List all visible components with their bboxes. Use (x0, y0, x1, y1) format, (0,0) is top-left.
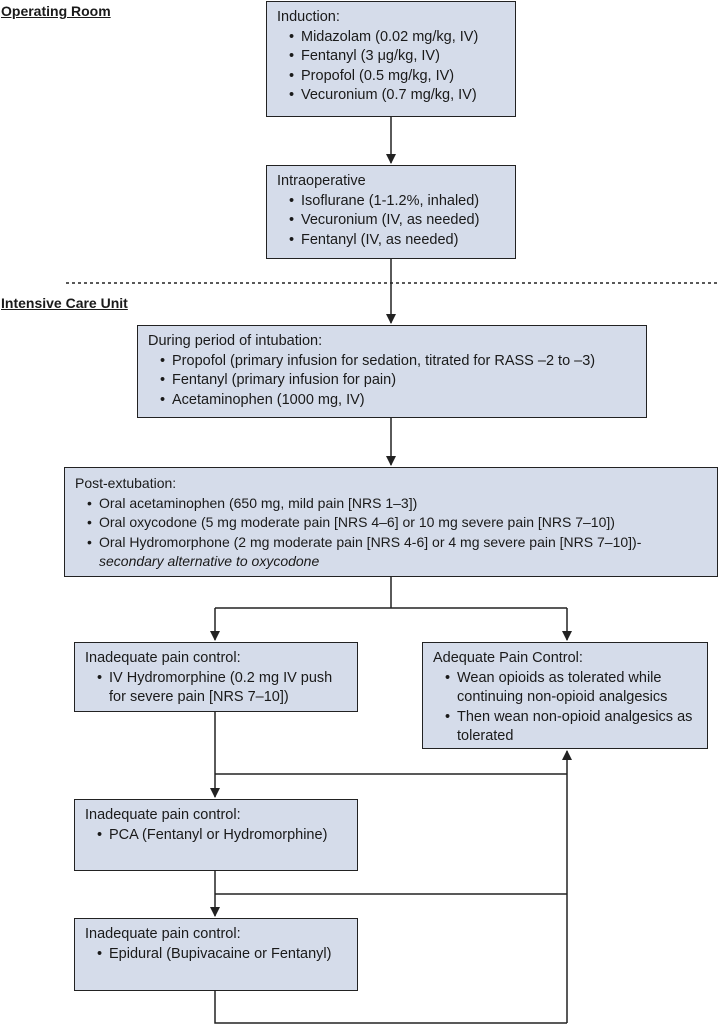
adequate-pain-box: Adequate Pain Control: Wean opioids as t… (422, 642, 708, 749)
intubation-item: Acetaminophen (1000 mg, IV) (158, 391, 636, 411)
inadequate-pain-box-3: Inadequate pain control: Epidural (Bupiv… (74, 918, 358, 991)
adequate-item: Then wean non-opioid analgesics as toler… (443, 708, 697, 747)
induction-item: Vecuronium (0.7 mg/kg, IV) (287, 86, 505, 106)
post-extubation-note: secondary alternative to oxycodone (99, 553, 320, 569)
induction-item: Propofol (0.5 mg/kg, IV) (287, 67, 505, 87)
post-extubation-item: Oral oxycodone (5 mg moderate pain [NRS … (85, 513, 713, 533)
inadequate-pain-box-2: Inadequate pain control: PCA (Fentanyl o… (74, 799, 358, 871)
induction-title: Induction: (277, 9, 340, 25)
inadequate-3-item: Epidural (Bupivacaine or Fentanyl) (95, 945, 347, 965)
adequate-title: Adequate Pain Control: (433, 650, 583, 666)
intubation-box: During period of intubation: Propofol (p… (137, 325, 647, 418)
inadequate-1-item: IV Hydromorphine (0.2 mg IV push for sev… (95, 669, 347, 708)
inadequate-1-title: Inadequate pain control: (85, 650, 241, 666)
inadequate-3-title: Inadequate pain control: (85, 926, 241, 942)
intubation-item: Fentanyl (primary infusion for pain) (158, 371, 636, 391)
induction-item: Fentanyl (3 μg/kg, IV) (287, 47, 505, 67)
intubation-title: During period of intubation: (148, 333, 323, 349)
section-operating-room: Operating Room (1, 3, 111, 19)
post-extubation-title: Post-extubation: (75, 475, 177, 491)
loop-line-3 (214, 991, 567, 1024)
inadequate-2-item: PCA (Fentanyl or Hydromorphine) (95, 826, 347, 846)
intraoperative-item: Isoflurane (1-1.2%, inhaled) (287, 192, 505, 212)
post-extubation-item: Oral acetaminophen (650 mg, mild pain [N… (85, 494, 713, 514)
intraoperative-title: Intraoperative (277, 173, 366, 189)
induction-item: Midazolam (0.02 mg/kg, IV) (287, 28, 505, 48)
intraoperative-item: Vecuronium (IV, as needed) (287, 211, 505, 231)
adequate-item: Wean opioids as tolerated while continui… (443, 669, 697, 708)
post-extubation-box: Post-extubation: Oral acetaminophen (650… (64, 467, 718, 577)
intraoperative-box: Intraoperative Isoflurane (1-1.2%, inhal… (266, 165, 516, 259)
section-icu: Intensive Care Unit (1, 295, 128, 311)
inadequate-2-title: Inadequate pain control: (85, 807, 241, 823)
intraoperative-item: Fentanyl (IV, as needed) (287, 231, 505, 251)
post-extubation-item: Oral Hydromorphone (2 mg moderate pain [… (85, 533, 713, 553)
inadequate-pain-box-1: Inadequate pain control: IV Hydromorphin… (74, 642, 358, 712)
intubation-item: Propofol (primary infusion for sedation,… (158, 352, 636, 372)
induction-box: Induction: Midazolam (0.02 mg/kg, IV) Fe… (266, 1, 516, 117)
